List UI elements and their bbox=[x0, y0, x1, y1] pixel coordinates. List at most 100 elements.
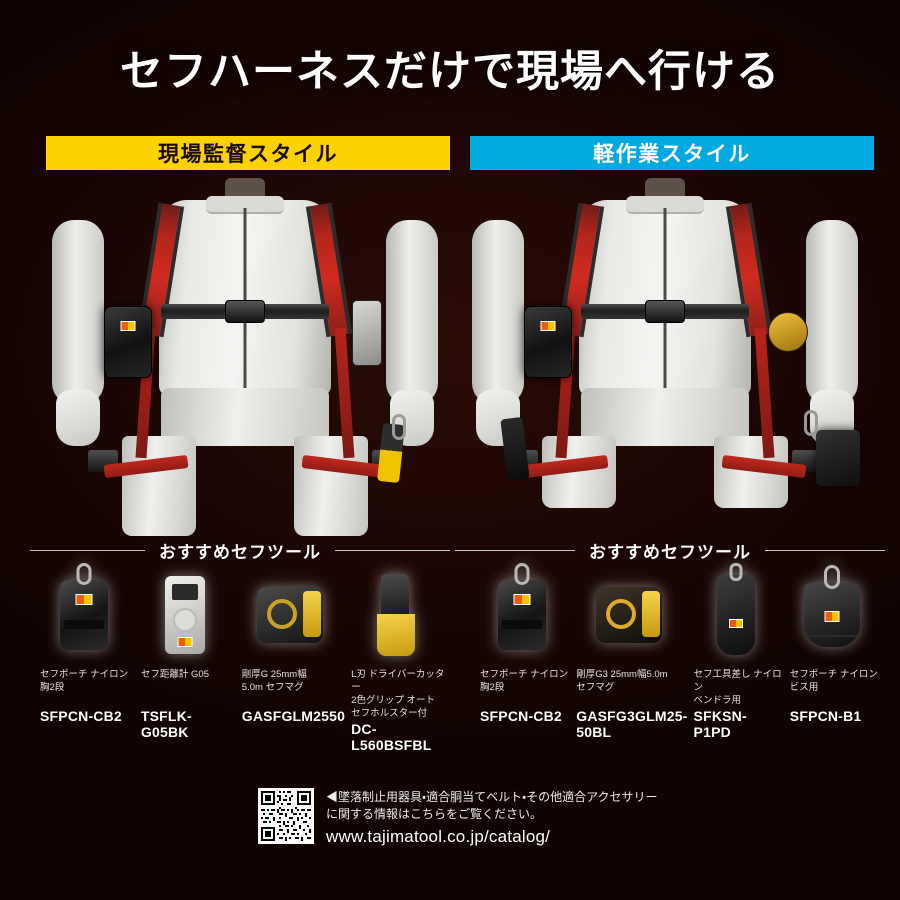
harness-chest-buckle bbox=[225, 300, 265, 323]
trouser-leg-left bbox=[122, 436, 196, 536]
pouch-flap bbox=[502, 620, 543, 629]
brand-badge-icon bbox=[824, 611, 840, 622]
nylon-pouch-chest-2tier-icon bbox=[60, 563, 109, 650]
recommended-tools-heading-right: おすすめセフツール bbox=[455, 538, 885, 562]
tool-item[interactable]: セフポーチ ナイロン胸2段 SFPCN-CB2 bbox=[34, 562, 135, 753]
tool-item[interactable]: セフポーチ ナイロンビス用 SFPCN-B1 bbox=[784, 562, 880, 740]
tool-thumbnail bbox=[38, 562, 130, 668]
recommended-tools-label: おすすめセフツール bbox=[159, 542, 321, 562]
style-banner-label: 軽作業スタイル bbox=[593, 143, 751, 166]
worn-screw-pouch bbox=[816, 430, 860, 486]
tool-thumbnail bbox=[786, 562, 878, 668]
tool-item[interactable]: セフ距離計 G05 TSFLK-G05BK bbox=[135, 562, 236, 753]
brand-badge-icon bbox=[540, 321, 556, 331]
harness-chest-buckle bbox=[645, 300, 685, 323]
brand-badge-icon bbox=[75, 594, 93, 605]
footer-note: ◀墜落制止用器具・適合胴当てベルト・その他適合アクセサリーに関する情報はこちらを… bbox=[326, 790, 658, 821]
worn-nylon-pouch bbox=[524, 306, 572, 378]
tool-thumbnail bbox=[139, 562, 231, 668]
belt-clip-icon bbox=[729, 563, 743, 581]
divider-rule bbox=[30, 549, 145, 551]
carabiner-icon bbox=[392, 414, 406, 440]
tool-description: セフ距離計 G05 bbox=[140, 669, 209, 680]
tool-description: セフポーチ ナイロン胸2段 bbox=[40, 669, 129, 693]
qr-code-icon[interactable] bbox=[258, 788, 314, 844]
tool-thumbnail bbox=[476, 562, 568, 668]
catalog-url[interactable]: www.tajimatool.co.jp/catalog/ bbox=[326, 827, 551, 846]
screw-pouch-icon bbox=[803, 565, 860, 647]
tool-description: セフポーチ ナイロン胸2段 bbox=[480, 669, 569, 693]
recommended-tools-label: おすすめセフツール bbox=[589, 542, 751, 562]
arm-right bbox=[386, 220, 438, 405]
glove-left bbox=[56, 390, 100, 446]
tool-item[interactable]: セフポーチ ナイロン胸2段 SFPCN-CB2 bbox=[474, 562, 570, 740]
brand-badge-icon bbox=[513, 594, 531, 605]
tool-model-code: TSFLK-G05BK bbox=[140, 708, 192, 740]
tool-model-code: DC-L560BSFBL bbox=[351, 721, 432, 753]
holster-body bbox=[716, 575, 755, 655]
mannequin-right bbox=[450, 178, 880, 533]
divider-rule bbox=[455, 549, 575, 551]
recommended-tools-heading-left: おすすめセフツール bbox=[30, 538, 450, 562]
brand-badge-icon bbox=[728, 619, 743, 628]
brand-badge-icon bbox=[177, 637, 193, 647]
hook-icon bbox=[823, 565, 840, 589]
page-title: セフハーネスだけで現場へ行ける bbox=[120, 48, 780, 96]
tape-reel bbox=[267, 599, 298, 629]
tool-model-code: SFPCN-CB2 bbox=[480, 708, 562, 724]
tool-model-code: GASFGLM2550 bbox=[241, 708, 346, 724]
worn-tape-measure bbox=[768, 312, 808, 352]
tool-description: セフポーチ ナイロンビス用 bbox=[789, 669, 878, 693]
tape-reel bbox=[605, 599, 636, 629]
arm-right bbox=[806, 220, 858, 405]
divider-rule bbox=[765, 549, 885, 551]
tape-grip bbox=[303, 591, 322, 637]
tool-model-code: SFPCN-CB2 bbox=[40, 708, 122, 724]
worn-nylon-pouch bbox=[104, 306, 152, 378]
trouser-leg-right bbox=[294, 436, 368, 536]
carabiner-icon bbox=[804, 410, 818, 436]
arm-left bbox=[52, 220, 104, 405]
display-screen bbox=[172, 584, 199, 600]
footer-text-block: ◀墜落制止用器具・適合胴当てベルト・その他適合アクセサリーに関する情報はこちらを… bbox=[326, 788, 666, 847]
driver-cutter-icon bbox=[376, 574, 415, 656]
mannequin-left bbox=[30, 178, 460, 536]
figure-site-supervisor bbox=[30, 178, 460, 536]
tool-model-code: SFKSN-P1PD bbox=[693, 708, 747, 740]
divider-rule bbox=[335, 549, 450, 551]
tape-measure-gold-icon bbox=[595, 587, 662, 643]
tool-thumbnail bbox=[690, 562, 782, 668]
pouch-rim bbox=[805, 635, 858, 637]
tape-grip bbox=[641, 591, 660, 637]
cutter-holster bbox=[376, 614, 415, 656]
nylon-pouch-chest-2tier-icon bbox=[498, 563, 547, 650]
tool-model-code: GASFG3GLM25-50BL bbox=[576, 708, 688, 740]
brand-badge-icon bbox=[120, 321, 136, 331]
style-banner-label: 現場監督スタイル bbox=[158, 143, 338, 166]
tool-item[interactable]: セフ工具差し ナイロンベンドラ用 SFKSN-P1PD bbox=[688, 562, 784, 740]
worn-tool-holster bbox=[500, 416, 530, 482]
tool-thumbnail bbox=[244, 562, 336, 668]
style-banner-site-supervisor: 現場監督スタイル bbox=[46, 136, 450, 170]
control-dial bbox=[173, 608, 198, 632]
footer-info: ◀墜落制止用器具・適合胴当てベルト・その他適合アクセサリーに関する情報はこちらを… bbox=[258, 788, 666, 847]
tool-model-code: SFPCN-B1 bbox=[789, 708, 862, 724]
tool-description: セフ工具差し ナイロンベンドラ用 bbox=[693, 669, 782, 706]
tool-thumbnail bbox=[350, 562, 442, 668]
tool-list-left: セフポーチ ナイロン胸2段 SFPCN-CB2 セフ距離計 G05 TSFLK-… bbox=[34, 562, 446, 753]
tool-holster-icon bbox=[716, 563, 755, 655]
laser-distance-meter-icon bbox=[165, 576, 206, 654]
hook-icon bbox=[76, 563, 92, 585]
pouch-flap bbox=[64, 620, 105, 629]
style-banner-light-work: 軽作業スタイル bbox=[470, 136, 874, 170]
figure-light-work bbox=[450, 178, 880, 533]
tape-measure-icon bbox=[257, 587, 324, 643]
